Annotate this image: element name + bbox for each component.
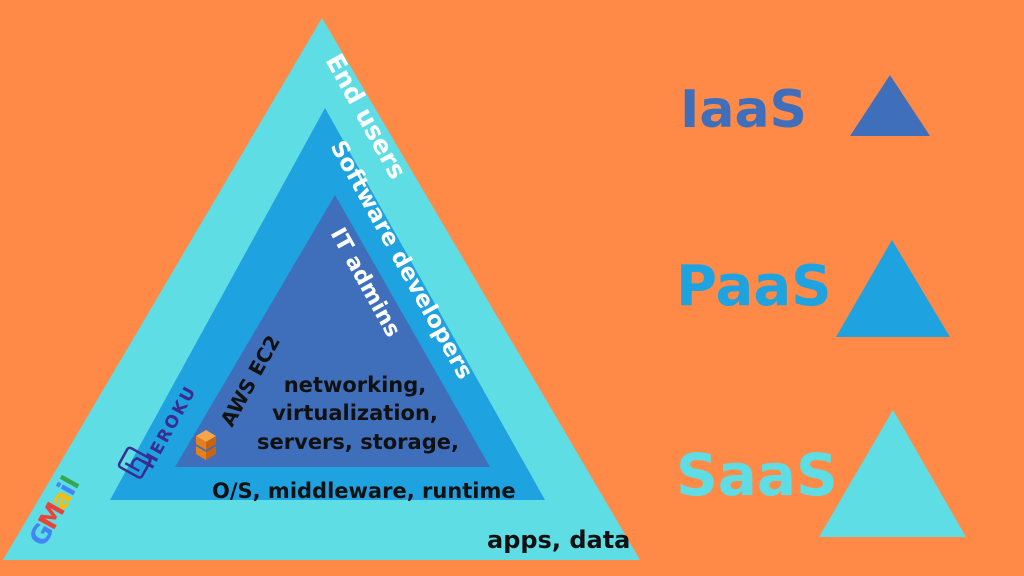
legend-paas-label: PaaS — [676, 254, 831, 319]
legend-paas-triangle-icon — [836, 240, 950, 337]
legend-iaas-triangle-icon — [850, 75, 930, 136]
paas-items-label: O/S, middleware, runtime — [212, 479, 516, 503]
iaas-items-line-3: servers, storage, — [257, 430, 459, 454]
aws-ec2-logo-icon — [196, 430, 216, 460]
legend-saas-triangle-icon — [819, 410, 966, 537]
legend-saas-label: SaaS — [676, 441, 838, 509]
iaas-layer-triangle — [175, 195, 490, 467]
saas-items-label: apps, data — [487, 526, 630, 554]
iaas-items-line-1: networking, — [284, 373, 427, 397]
legend-iaas-label: IaaS — [680, 80, 807, 140]
iaas-items-line-2: virtualization, — [272, 401, 438, 425]
heroku-logo-icon — [117, 446, 152, 479]
